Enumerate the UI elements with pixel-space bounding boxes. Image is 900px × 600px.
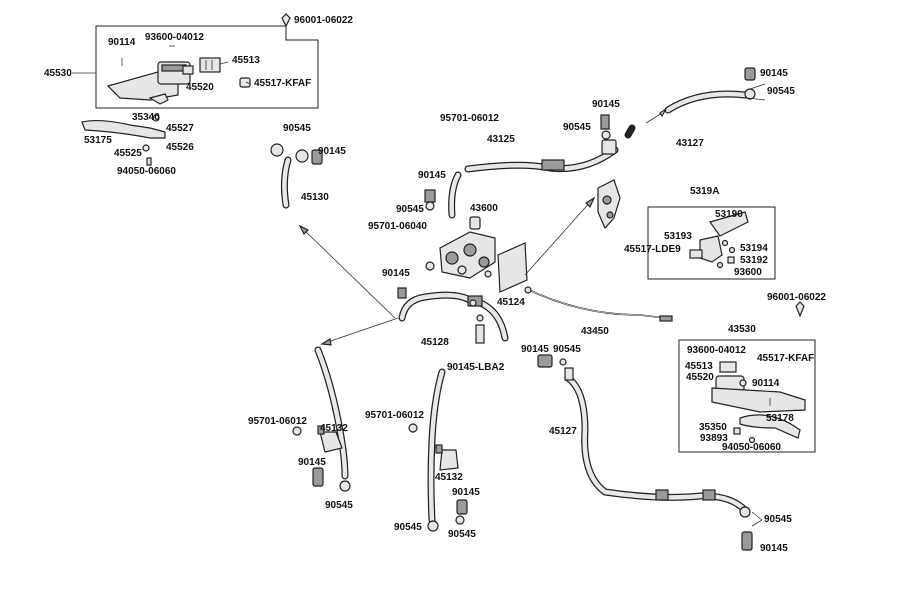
master-cylinder-right-inset-box (678, 339, 816, 453)
lever-assembly-parts (689, 211, 749, 269)
label-90145-top-right: 90145 (592, 99, 620, 110)
proportioning-valve-block (397, 216, 528, 299)
label-45517-lde9: 45517-LDE9 (624, 244, 681, 255)
label-94050-06060-left: 94050-06060 (117, 166, 176, 177)
label-93600-right: 93600 (734, 267, 762, 278)
label-90545-left-bottom: 90545 (325, 500, 353, 511)
label-45517-kfaf-right: 45517-KFAF (757, 353, 814, 364)
label-5319a: 5319A (690, 186, 719, 197)
label-45132-middle: 45132 (435, 472, 463, 483)
label-45530: 45530 (44, 68, 72, 79)
label-94050-06060-right: 94050-06060 (722, 442, 781, 453)
label-90145-lba2: 90145-LBA2 (447, 362, 505, 373)
label-45513-right: 45513 (685, 361, 713, 372)
label-93893: 93893 (700, 433, 728, 444)
assembly-arrows (72, 13, 805, 346)
label-43125: 43125 (487, 134, 515, 145)
label-93600-04012-left: 93600-04012 (145, 32, 204, 43)
label-53178: 53178 (766, 413, 794, 424)
brake-hose-43127 (624, 67, 756, 139)
master-cylinder-left (106, 45, 251, 105)
brake-hose-left-bottom (292, 346, 351, 492)
label-95701-06012-left: 95701-06012 (248, 416, 307, 427)
lever-assembly-inset-box (647, 206, 776, 280)
brake-cable-43450 (524, 286, 673, 322)
label-45525: 45525 (114, 148, 142, 159)
label-90545-top-right: 90545 (563, 122, 591, 133)
label-90545-hose-45127: 90545 (553, 344, 581, 355)
label-45130: 45130 (301, 192, 329, 203)
label-45520-right: 45520 (686, 372, 714, 383)
label-53193: 53193 (664, 231, 692, 242)
label-45124: 45124 (497, 297, 525, 308)
label-90145-middle-bottom: 90145 (452, 487, 480, 498)
label-90545-upper-block: 90545 (396, 204, 424, 215)
label-90545-hose-45130: 90545 (283, 123, 311, 134)
label-45132-left: 45132 (320, 423, 348, 434)
label-90145-upper-block: 90145 (418, 170, 446, 181)
label-53190: 53190 (715, 209, 743, 220)
label-45127: 45127 (549, 426, 577, 437)
label-leader-lines (219, 61, 766, 527)
label-90114-left: 90114 (108, 37, 136, 48)
label-45520-left: 45520 (186, 82, 214, 93)
label-90545-middle-bottom-a: 90545 (394, 522, 422, 533)
part-number-labels: 96001-06022 90114 93600-04012 45513 4553… (44, 15, 826, 554)
label-45526: 45526 (166, 142, 194, 153)
label-90545-far-right: 90545 (767, 86, 795, 97)
label-45513-left: 45513 (232, 55, 260, 66)
label-35350: 35350 (699, 422, 727, 433)
caliper-bracket-right (597, 179, 621, 230)
label-53194: 53194 (740, 243, 768, 254)
label-45128: 45128 (421, 337, 449, 348)
label-43127: 43127 (676, 138, 704, 149)
label-90545-bottom-right: 90545 (764, 514, 792, 525)
label-35340: 35340 (132, 112, 160, 123)
brake-hose-45127 (537, 354, 753, 551)
short-brake-hose-above-block (424, 171, 462, 219)
label-95701-06012-middle: 95701-06012 (365, 410, 424, 421)
brake-hose-45130 (270, 143, 323, 209)
label-96001-06022-right: 96001-06022 (767, 292, 826, 303)
label-43450: 43450 (581, 326, 609, 337)
brake-lever-left (81, 114, 166, 166)
brake-hose-middle-bottom (408, 368, 468, 532)
label-96001-06022-top: 96001-06022 (294, 15, 353, 26)
label-90145-hose-45127: 90145 (521, 344, 549, 355)
label-90145-far-right: 90145 (760, 68, 788, 79)
label-43600: 43600 (470, 203, 498, 214)
label-43530: 43530 (728, 324, 756, 335)
label-90145-bottom-right: 90145 (760, 543, 788, 554)
label-45527: 45527 (166, 123, 194, 134)
label-90145-block-left: 90145 (382, 268, 410, 279)
label-95701-06012-top: 95701-06012 (440, 113, 499, 124)
label-90545-middle-bottom-b: 90545 (448, 529, 476, 540)
label-53175: 53175 (84, 135, 112, 146)
label-90114-right: 90114 (752, 378, 780, 389)
label-95701-06040: 95701-06040 (368, 221, 427, 232)
label-90145-hose-45130: 90145 (318, 146, 346, 157)
label-90145-left-bottom: 90145 (298, 457, 326, 468)
label-45517-kfaf-left: 45517-KFAF (254, 78, 311, 89)
master-cylinder-right (711, 361, 806, 444)
brake-hose-45128 (398, 291, 509, 344)
label-53192: 53192 (740, 255, 768, 266)
label-93600-04012-right: 93600-04012 (687, 345, 746, 356)
brake-hose-43125 (464, 114, 619, 173)
